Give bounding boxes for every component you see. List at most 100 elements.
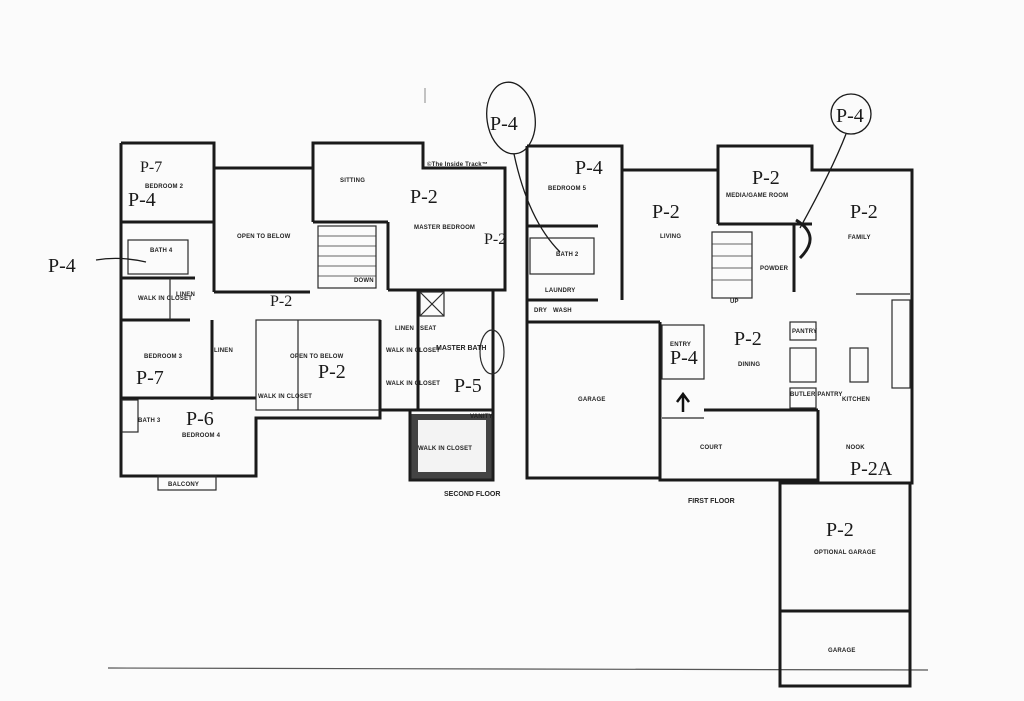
annotation-bath-callout: P-4 [48, 255, 76, 277]
annotation-leader [799, 133, 847, 229]
room-label-family: FAMILY [848, 235, 871, 241]
shower-x [419, 291, 445, 317]
annotation-leader [513, 153, 561, 253]
bottom-scan-line [107, 667, 929, 671]
room-label-wash: WASH [553, 308, 572, 314]
room-label-powder: POWDER [760, 266, 789, 272]
room-label-walk-in-closet-2: WALK IN CLOSET [258, 394, 312, 400]
annotation-bed2b: P-4 [128, 189, 156, 211]
balcony-outline [157, 475, 217, 491]
annotation-circle [830, 93, 872, 135]
bathtub [479, 329, 505, 375]
annotation-entry: P-4 [670, 347, 698, 369]
room-label-linen-2: LINEN [395, 326, 414, 332]
room-label-laundry: LAUNDRY [545, 288, 576, 294]
room-label-walk-in-closet-1: WALK IN CLOSET [138, 296, 192, 302]
bath2-outline [529, 237, 595, 275]
annotation-master: P-2 [410, 186, 438, 208]
first-floor-labels: BEDROOM 5 BATH 2 LAUNDRY DRY WASH LIVING… [534, 186, 876, 654]
room-label-down: DOWN [354, 278, 374, 284]
room-label-sitting: SITTING [340, 178, 365, 184]
annotation-optional-garage: P-2 [826, 519, 854, 541]
room-label-bath2: BATH 2 [556, 252, 579, 258]
floor-caption-first: FIRST FLOOR [688, 498, 735, 505]
closet-inner [418, 420, 486, 472]
annotation-circle [486, 81, 536, 155]
pantry-shelves [789, 347, 817, 383]
room-label-living: LIVING [660, 234, 681, 240]
room-label-open-to-below-1: OPEN TO BELOW [237, 234, 291, 240]
shower-box [419, 291, 445, 317]
room-label-balcony: BALCONY [168, 482, 199, 488]
room-label-linen-3: LINEN [214, 348, 233, 354]
room-label-vanity: VANITY [470, 414, 493, 420]
annotation-nook: P-2A [850, 458, 893, 480]
annotation-bed3: P-7 [136, 367, 164, 389]
annotation-leader [95, 257, 147, 263]
room-label-master-bath: MASTER BATH [436, 345, 486, 352]
second-floor-annotations: P-7 P-4 P-4 P-2 P-2 P-2 P-7 P-2 P-5 P-6 [48, 159, 506, 430]
stair-treads-first [712, 243, 752, 281]
stair-treads [318, 235, 376, 277]
annotation-family: P-2 [850, 201, 878, 223]
room-label-linen-1: LINEN [176, 292, 195, 298]
room-label-master-bedroom: MASTER BEDROOM [414, 225, 475, 231]
room-label-bath3: BATH 3 [138, 418, 161, 424]
room-label-bedroom4: BEDROOM 4 [182, 433, 221, 439]
room-label-dining: DINING [738, 362, 760, 368]
room-label-bedroom5: BEDROOM 5 [548, 186, 587, 192]
lower-garage-outline [778, 609, 912, 688]
first-floor-annotations: P-4 P-4 P-2 P-2 P-4 P-2 P-4 P-2 P-2A P-2 [486, 81, 893, 541]
room-label-pantry: PANTRY [792, 329, 817, 335]
room-label-open-to-below-2: OPEN TO BELOW [290, 354, 344, 360]
room-label-walk-in-closet-5: WALK IN CLOSET [418, 446, 472, 452]
room-label-nook: NOOK [846, 445, 865, 451]
annotation-dining: P-2 [734, 328, 762, 350]
annotation-bath2-callout: P-4 [490, 113, 518, 135]
room-label-garage-lower: GARAGE [828, 648, 856, 654]
first-floor-outer-wall [525, 144, 914, 485]
entry-arrow-icon [676, 391, 690, 412]
floor-caption-second: SECOND FLOOR [444, 491, 500, 498]
room-label-walk-in-closet-4: WALK IN CLOSET [386, 381, 440, 387]
kitchen-counter [891, 299, 911, 389]
room-label-bath4: BATH 4 [150, 248, 173, 254]
annotation-bed2: P-7 [140, 159, 162, 176]
annotation-otb2: P-2 [318, 361, 346, 383]
annotation-living: P-2 [652, 201, 680, 223]
room-label-kitchen: KITCHEN [842, 397, 870, 403]
room-label-bedroom2: BEDROOM 2 [145, 184, 184, 190]
annotation-master-bath: P-5 [454, 375, 482, 397]
staircase-first-floor [711, 231, 753, 299]
annotation-media: P-2 [752, 167, 780, 189]
room-label-up: UP [730, 299, 739, 305]
staircase [317, 225, 377, 289]
annotation-bed4: P-6 [186, 408, 214, 430]
butler-pantry-outline [789, 387, 817, 409]
room-label-entry: ENTRY [670, 342, 691, 348]
room-label-dry: DRY [534, 308, 547, 314]
room-label-butler-pantry: BUTLER PANTRY [790, 392, 843, 398]
room-label-media-game-room: MEDIA/GAME ROOM [726, 193, 788, 199]
room-label-bedroom3: BEDROOM 3 [144, 354, 183, 360]
annotation-bed5: P-4 [575, 157, 603, 179]
annotation-master-edge: P-2 [484, 231, 506, 248]
annotation-family-callout: P-4 [836, 105, 864, 127]
second-floor-labels: ©The Inside Track™ BEDROOM 2 OPEN TO BEL… [138, 161, 500, 498]
room-label-court: COURT [700, 445, 722, 451]
watermark-text: ©The Inside Track™ [427, 161, 488, 168]
room-label-seat: SEAT [420, 326, 436, 332]
bath-fixture [121, 399, 139, 433]
pantry-outline [789, 321, 817, 341]
room-label-walk-in-closet-3: WALK IN CLOSET [386, 348, 440, 354]
room-label-optional-garage: OPTIONAL GARAGE [814, 550, 876, 556]
annotation-upper-hall: P-2 [270, 293, 292, 310]
kitchen-island [849, 347, 869, 383]
optional-garage-outline [778, 481, 912, 613]
room-label-garage-main: GARAGE [578, 397, 606, 403]
bath4-outline [127, 239, 189, 275]
fireplace [795, 218, 812, 260]
entry-outline [661, 324, 705, 380]
first-floor-plan [525, 144, 914, 688]
